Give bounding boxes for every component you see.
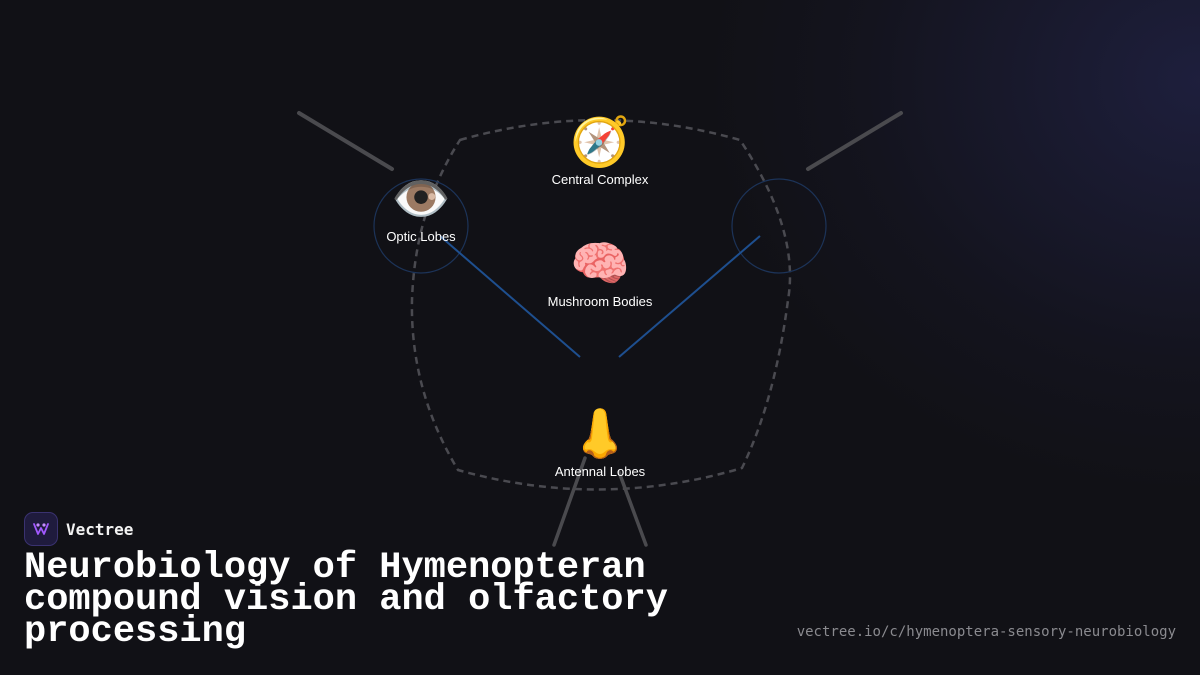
vectree-logo-icon [24,512,58,546]
eye-icon: 👁️ [391,171,451,227]
left-antenna [297,111,394,171]
head-outline [410,118,792,491]
brand: Vectree [24,512,133,546]
right-eye-outline [731,178,827,274]
region-central-complex: 🧭 Central Complex [552,118,649,187]
right-mandible [617,470,648,547]
right-antenna [806,111,903,171]
region-antennal-lobes: 👃 Antennal Lobes [555,410,645,479]
region-label: Optic Lobes [386,229,456,244]
connection-optic-to-center [439,235,581,358]
left-eye-outline [373,178,469,274]
region-label: Mushroom Bodies [547,294,653,309]
left-mandible [552,456,587,547]
region-label: Central Complex [551,172,649,187]
page-title: Neurobiology of Hymenopteran compound vi… [24,547,668,653]
brand-name: Vectree [66,519,134,539]
brain-icon: 🧠 [570,236,630,292]
nose-icon: 👃 [570,406,630,462]
region-optic-lobes: 👁️ Optic Lobes [386,175,455,244]
page-url: vectree.io/c/hymenoptera-sensory-neurobi… [796,624,1176,640]
region-label: Antennal Lobes [554,464,646,479]
region-mushroom-bodies: 🧠 Mushroom Bodies [548,240,653,309]
compass-icon: 🧭 [570,114,630,170]
connection-center-to-right-eye [618,235,761,358]
